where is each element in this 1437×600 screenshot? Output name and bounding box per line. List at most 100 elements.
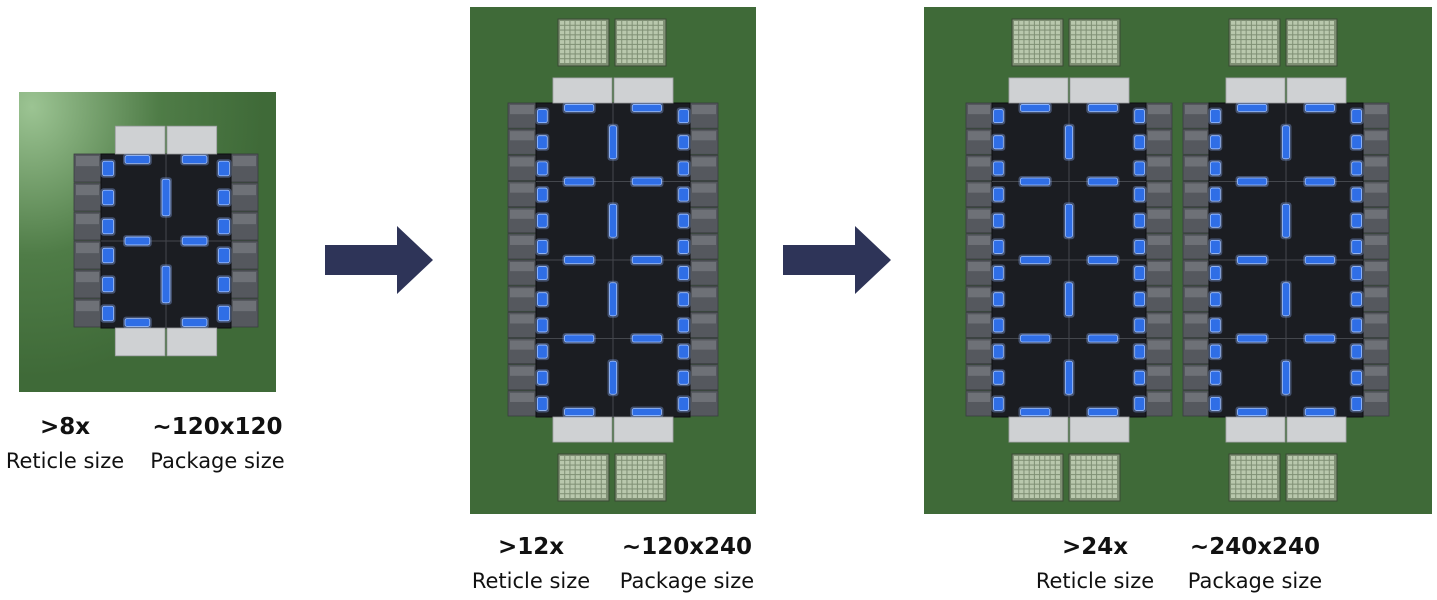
memory-cell: [1086, 44, 1091, 49]
hbm-highlight: [968, 288, 990, 298]
memory-cell: [1324, 489, 1329, 494]
memory-cell: [560, 484, 565, 489]
bridge: [537, 292, 548, 307]
memory-cell: [1034, 21, 1040, 25]
memory-cell: [570, 54, 575, 59]
memory-cell: [1262, 456, 1267, 460]
memory-cell: [1102, 465, 1107, 470]
memory-cell: [1102, 460, 1107, 465]
memory-cell: [1236, 470, 1241, 475]
memory-cell: [1086, 54, 1091, 59]
memory-cell: [1257, 479, 1262, 484]
memory-cell: [580, 479, 586, 484]
memory-cell: [586, 489, 591, 494]
bridge: [1210, 213, 1221, 228]
memory-cell: [1308, 484, 1314, 489]
memory-cell: [648, 40, 653, 44]
memory-cell: [627, 30, 632, 35]
memory-cell: [637, 479, 643, 484]
memory-cell: [1231, 54, 1236, 59]
memory-cell: [586, 479, 591, 484]
memory-cell: [1319, 25, 1324, 30]
reticle-caption-3: >24x Reticle size: [1029, 533, 1161, 595]
memory-cell: [1298, 494, 1303, 498]
memory-cell: [1308, 479, 1314, 484]
memory-cell: [648, 475, 653, 479]
bridge: [1020, 408, 1051, 416]
memory-cell: [658, 21, 663, 25]
memory-cell: [1097, 21, 1102, 25]
memory-cell: [1102, 44, 1107, 49]
package-caption-1: ~120x120 Package size: [140, 413, 295, 475]
memory-cell: [643, 465, 648, 470]
memory-cell: [658, 30, 663, 35]
memory-cell: [1298, 35, 1303, 40]
memory-cell: [1236, 484, 1241, 489]
memory-cell: [637, 54, 643, 59]
memory-cell: [1288, 479, 1293, 484]
memory-cell: [1236, 59, 1241, 63]
memory-cell: [580, 465, 586, 470]
memory-cell: [601, 465, 606, 470]
memory-cell: [1262, 54, 1267, 59]
bridge: [1351, 318, 1362, 333]
memory-cell: [591, 21, 596, 25]
memory-cell: [632, 21, 637, 25]
bridge: [1065, 203, 1073, 238]
memory-cell: [1055, 35, 1060, 40]
memory-cell: [1241, 460, 1246, 465]
memory-cell: [1029, 59, 1034, 63]
memory-cell: [580, 494, 586, 498]
memory-cell: [1241, 484, 1246, 489]
hbm-highlight: [692, 366, 716, 376]
memory-cell: [1298, 49, 1303, 54]
memory-cell: [1071, 44, 1076, 49]
memory-cell: [570, 30, 575, 35]
memory-cell: [1314, 494, 1319, 498]
memory-cell: [1241, 35, 1246, 40]
memory-cell: [1293, 49, 1298, 54]
memory-cell: [1314, 49, 1319, 54]
hbm-highlight: [968, 157, 990, 167]
memory-cell: [1102, 25, 1107, 30]
memory-cell: [565, 59, 570, 63]
hbm-highlight: [1365, 262, 1387, 272]
memory-cell: [565, 49, 570, 54]
memory-cell: [1236, 475, 1241, 479]
bridge: [564, 177, 595, 186]
memory-cell: [1293, 44, 1298, 49]
memory-cell: [1045, 470, 1050, 475]
memory-cell: [1293, 54, 1298, 59]
bridge: [631, 256, 662, 264]
bridge: [1282, 282, 1290, 317]
memory-cell: [580, 40, 586, 44]
memory-cell: [1091, 465, 1097, 470]
memory-cell: [601, 44, 606, 49]
memory-cell: [1107, 456, 1112, 460]
bridge: [1237, 334, 1268, 343]
bridge: [993, 292, 1004, 307]
hbm-highlight: [76, 156, 99, 167]
hbm-highlight: [510, 366, 534, 376]
memory-cell: [1231, 494, 1236, 498]
memory-cell: [1040, 489, 1045, 494]
memory-cell: [1019, 484, 1024, 489]
memory-cell: [1055, 44, 1060, 49]
memory-cell: [622, 465, 627, 470]
memory-cell: [648, 25, 653, 30]
hbm-highlight: [76, 185, 99, 196]
memory-cell: [596, 479, 601, 484]
memory-cell: [596, 460, 601, 465]
memory-cell: [1097, 460, 1102, 465]
memory-cell: [596, 59, 601, 63]
memory-cell: [1071, 460, 1076, 465]
memory-cell: [1314, 59, 1319, 63]
memory-cell: [1236, 21, 1241, 25]
memory-cell: [1076, 30, 1081, 35]
memory-cell: [1107, 49, 1112, 54]
memory-cell: [1298, 30, 1303, 35]
bridge: [537, 239, 548, 254]
memory-cell: [1257, 470, 1262, 475]
memory-cell: [1102, 30, 1107, 35]
memory-cell: [1034, 494, 1040, 498]
